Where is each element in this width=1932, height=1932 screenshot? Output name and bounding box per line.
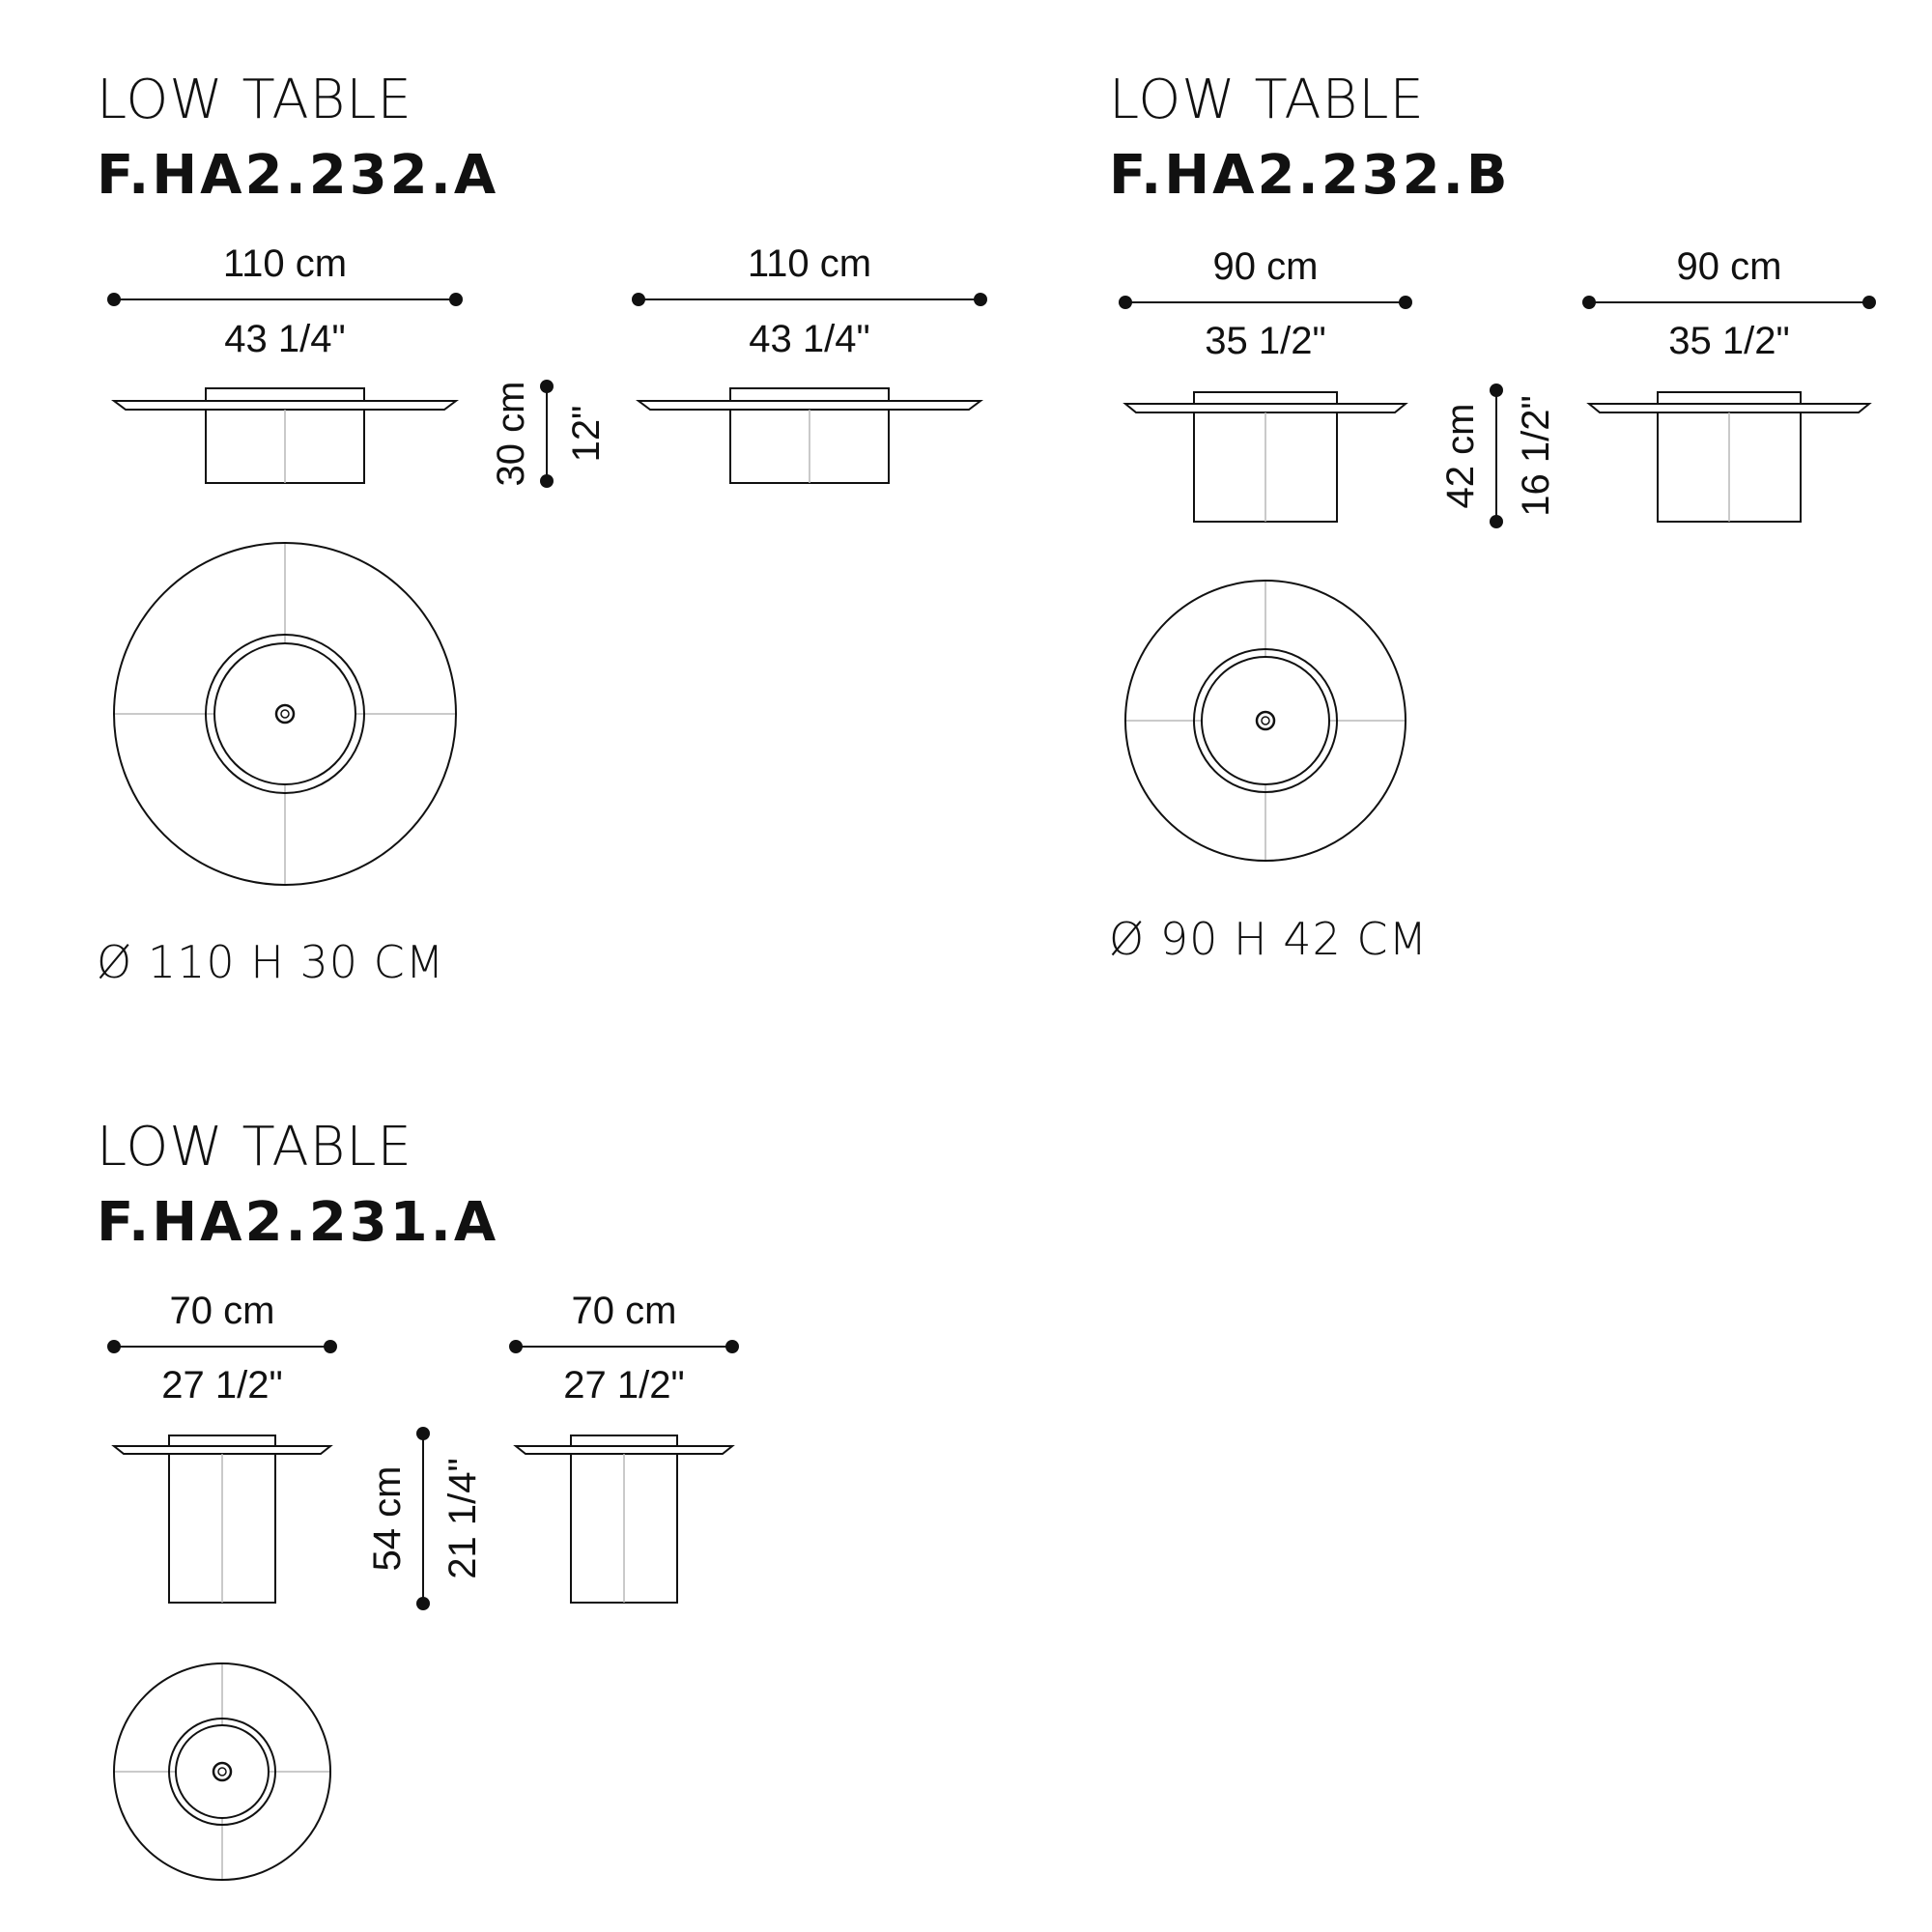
dimension-endpoint xyxy=(1490,515,1503,528)
dimension-endpoint xyxy=(416,1597,430,1610)
dimension-endpoint xyxy=(416,1427,430,1440)
product-title: LOW TABLE xyxy=(1109,69,1425,131)
width-dimension-cm: 90 cm xyxy=(1677,245,1782,288)
side-elevation: 110 cm 43 1/4" xyxy=(632,242,987,484)
dimension-endpoint xyxy=(1119,296,1132,309)
dimension-endpoint xyxy=(1862,296,1876,309)
height-dimension-inch: 12" xyxy=(565,406,608,463)
dimension-endpoint xyxy=(974,293,987,306)
table-top xyxy=(636,400,983,411)
table-top-collar xyxy=(729,387,890,402)
dimension-endpoint xyxy=(1582,296,1596,309)
width-dimension-inch: 35 1/2" xyxy=(1668,320,1789,362)
base-outer-ring xyxy=(205,634,365,794)
table-top-outline xyxy=(113,1662,331,1881)
center-pin-core xyxy=(217,1767,227,1776)
width-dimension-inch: 43 1/4" xyxy=(749,318,869,360)
dimension-spec: Ø 110 H 30 CM xyxy=(97,936,444,988)
plan-view xyxy=(113,542,457,886)
width-dimension-cm: 110 cm xyxy=(748,242,871,285)
dimension-endpoint xyxy=(540,474,554,488)
product-f-ha2-231-a: LOW TABLE F.HA2.231.A 70 cm 27 1/2" 54 c… xyxy=(97,1116,739,1881)
product-title: LOW TABLE xyxy=(97,1116,412,1179)
product-code: F.HA2.231.A xyxy=(97,1191,498,1254)
width-dimension-inch: 27 1/2" xyxy=(563,1364,684,1406)
table-top xyxy=(513,1445,735,1455)
height-dimension-inch: 21 1/4" xyxy=(441,1458,484,1578)
dimension-endpoint xyxy=(107,1340,121,1353)
dimension-endpoint xyxy=(540,380,554,393)
dimension-spec: Ø 90 H 42 CM xyxy=(1109,913,1428,965)
width-dimension-cm: 70 cm xyxy=(170,1290,275,1332)
dimension-endpoint xyxy=(509,1340,523,1353)
table-top-outline xyxy=(113,542,457,886)
center-pin-core xyxy=(1261,716,1270,725)
height-dimension-inch: 16 1/2" xyxy=(1515,395,1557,516)
table-top-collar xyxy=(168,1435,276,1447)
product-f-ha2-232-a: LOW TABLE F.HA2.232.A 110 cm 43 1/4" 30 … xyxy=(97,69,987,988)
table-top-collar xyxy=(205,387,365,402)
table-top-outline xyxy=(1124,580,1406,862)
height-dimension: 30 cm 12" xyxy=(490,380,608,488)
center-pin-core xyxy=(280,709,290,719)
width-dimension-cm: 110 cm xyxy=(223,242,347,285)
table-top xyxy=(1122,403,1408,413)
product-code: F.HA2.232.A xyxy=(97,144,498,207)
front-elevation: 90 cm 35 1/2" xyxy=(1119,245,1412,523)
height-dimension-cm: 54 cm xyxy=(366,1466,409,1572)
width-dimension-cm: 70 cm xyxy=(572,1290,677,1332)
dimension-endpoint xyxy=(632,293,645,306)
width-dimension-inch: 27 1/2" xyxy=(161,1364,282,1406)
plan-view xyxy=(1124,580,1406,862)
table-top xyxy=(111,1445,333,1455)
height-dimension: 42 cm 16 1/2" xyxy=(1439,384,1557,528)
dimension-endpoint xyxy=(107,293,121,306)
table-top-collar xyxy=(1193,391,1338,405)
width-dimension-inch: 35 1/2" xyxy=(1205,320,1325,362)
dimension-endpoint xyxy=(1399,296,1412,309)
plan-view xyxy=(113,1662,331,1881)
side-elevation: 90 cm 35 1/2" xyxy=(1582,245,1876,523)
width-dimension-cm: 90 cm xyxy=(1213,245,1319,288)
width-dimension-inch: 43 1/4" xyxy=(224,318,345,360)
dimension-endpoint xyxy=(324,1340,337,1353)
front-elevation: 70 cm 27 1/2" xyxy=(107,1290,337,1604)
base-outer-ring xyxy=(1193,648,1338,793)
product-title: LOW TABLE xyxy=(97,69,412,131)
height-dimension-cm: 30 cm xyxy=(490,382,532,487)
front-elevation: 110 cm 43 1/4" xyxy=(107,242,463,484)
dimension-endpoint xyxy=(725,1340,739,1353)
table-top xyxy=(111,400,459,411)
table-top-collar xyxy=(1657,391,1802,405)
product-f-ha2-232-b: LOW TABLE F.HA2.232.B 90 cm 35 1/2" 42 c… xyxy=(1109,69,1876,965)
table-top xyxy=(1586,403,1872,413)
height-dimension-cm: 42 cm xyxy=(1439,404,1482,509)
side-elevation: 70 cm 27 1/2" xyxy=(509,1290,739,1604)
dimension-endpoint xyxy=(1490,384,1503,397)
product-code: F.HA2.232.B xyxy=(1109,144,1511,207)
table-top-collar xyxy=(570,1435,678,1447)
dimension-endpoint xyxy=(449,293,463,306)
height-dimension: 54 cm 21 1/4" xyxy=(366,1427,484,1610)
base-outer-ring xyxy=(168,1718,276,1826)
